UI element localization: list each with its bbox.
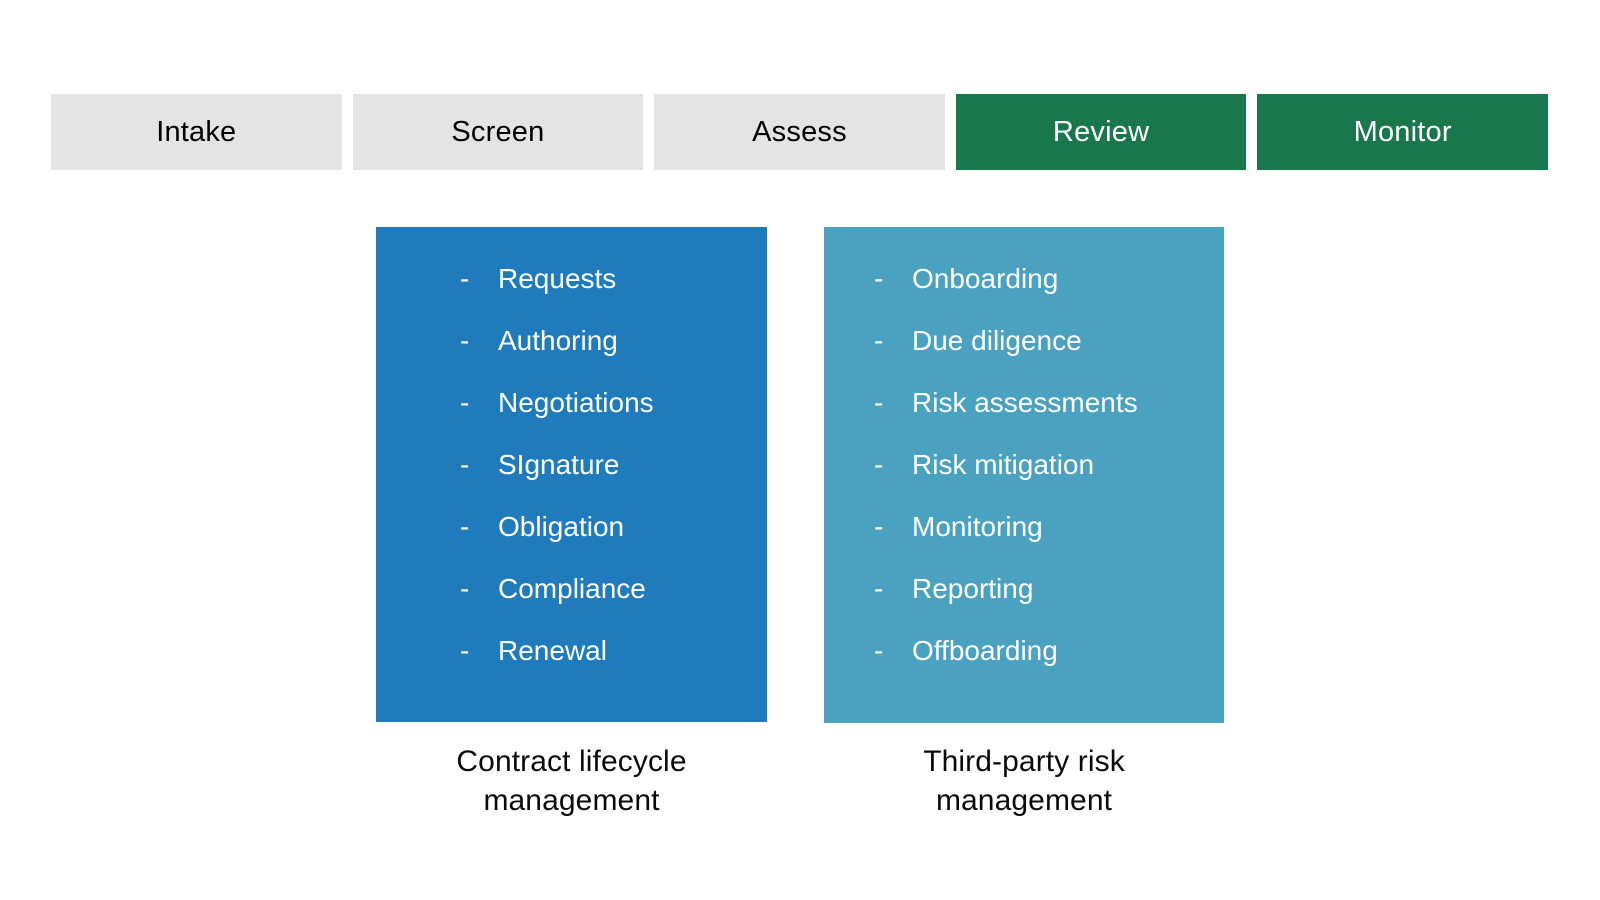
list-item-label: Risk mitigation [912, 449, 1095, 480]
dash-bullet: - [460, 263, 470, 294]
list-item-label: SIgnature [498, 449, 620, 480]
list-item-label: Monitoring [912, 511, 1043, 542]
list-item-label: Due diligence [912, 325, 1082, 356]
list-item: - Offboarding [874, 637, 1218, 665]
list-item-label: Requests [498, 263, 617, 294]
list-item: - Monitoring [874, 513, 1218, 541]
list-item-label: Obligation [498, 511, 625, 542]
caption-contract-lifecycle: Contract lifecycle management [376, 742, 767, 820]
caption-third-party-risk: Third-party risk management [824, 742, 1224, 820]
panel-contract-lifecycle: - Requests - Authoring - Negotiations - … [376, 227, 767, 722]
dash-bullet: - [874, 449, 884, 480]
list-item-label: Negotiations [498, 387, 654, 418]
dash-bullet: - [460, 635, 470, 666]
list-item: - Risk mitigation [874, 451, 1218, 479]
dash-bullet: - [874, 511, 884, 542]
dash-bullet: - [874, 325, 884, 356]
stage-intake[interactable]: Intake [51, 94, 342, 170]
list-item: - Risk assessments [874, 389, 1218, 417]
dash-bullet: - [460, 511, 470, 542]
stage-monitor[interactable]: Monitor [1257, 94, 1548, 170]
list-item: - SIgnature [460, 451, 761, 479]
list-item: - Obligation [460, 513, 761, 541]
dash-bullet: - [874, 263, 884, 294]
stage-screen[interactable]: Screen [352, 94, 644, 170]
list-item-label: Risk assessments [912, 387, 1138, 418]
caption-line: management [935, 784, 1113, 817]
list-item: - Compliance [460, 575, 761, 603]
stage-assess[interactable]: Assess [654, 94, 945, 170]
list-item-label: Authoring [498, 325, 618, 356]
dash-bullet: - [460, 387, 470, 418]
contract-lifecycle-list: - Requests - Authoring - Negotiations - … [376, 227, 767, 665]
dash-bullet: - [874, 573, 884, 604]
dash-bullet: - [460, 325, 470, 356]
dash-bullet: - [874, 635, 884, 666]
list-item: - Onboarding [874, 265, 1218, 293]
list-item: - Negotiations [460, 389, 761, 417]
caption-line: Contract lifecycle [456, 745, 687, 778]
stage-review[interactable]: Review [955, 94, 1247, 170]
list-item-label: Reporting [912, 573, 1034, 604]
list-item: - Requests [460, 265, 761, 293]
dash-bullet: - [460, 573, 470, 604]
third-party-risk-list: - Onboarding - Due diligence - Risk asse… [824, 227, 1224, 665]
dash-bullet: - [874, 387, 884, 418]
stage-bar: Intake Screen Assess Review Monitor [51, 94, 1548, 170]
caption-line: management [483, 784, 660, 817]
caption-line: Third-party risk [923, 745, 1125, 778]
list-item: - Reporting [874, 575, 1218, 603]
list-item: - Due diligence [874, 327, 1218, 355]
panel-third-party-risk: - Onboarding - Due diligence - Risk asse… [824, 227, 1224, 723]
list-item: - Renewal [460, 637, 761, 665]
list-item-label: Compliance [498, 573, 646, 604]
list-item-label: Offboarding [912, 635, 1058, 666]
list-item-label: Onboarding [912, 263, 1059, 294]
list-item-label: Renewal [498, 635, 607, 666]
dash-bullet: - [460, 449, 470, 480]
list-item: - Authoring [460, 327, 761, 355]
